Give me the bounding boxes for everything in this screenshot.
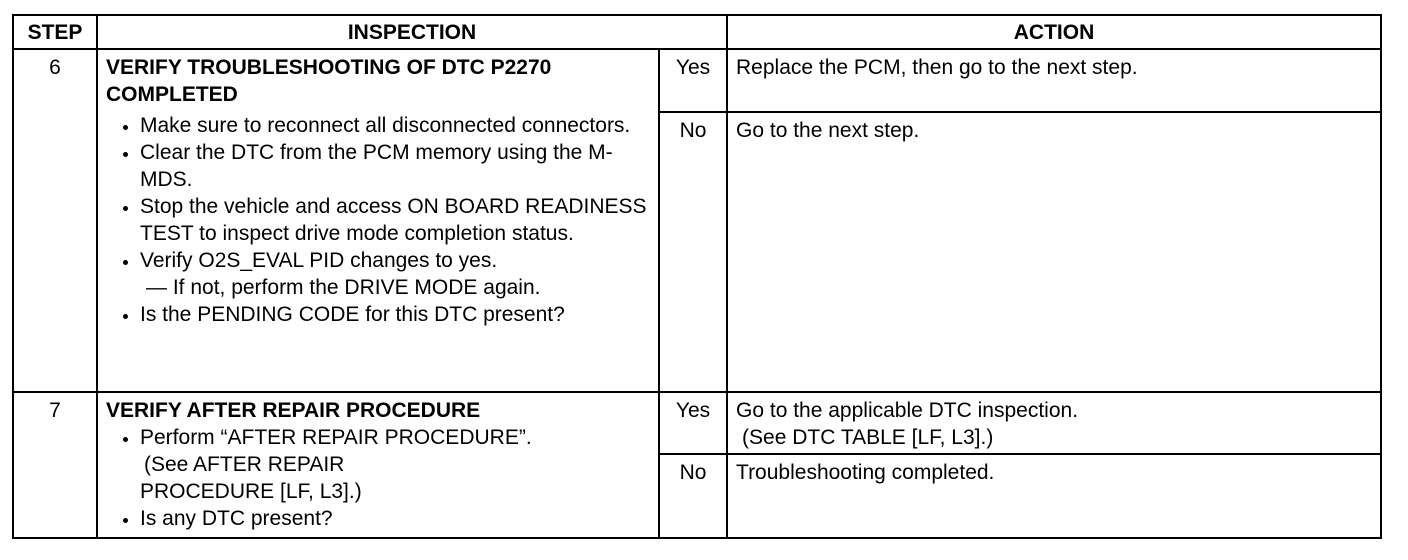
troubleshooting-table-frame: STEP INSPECTION ACTION 6 VERIFY TROUBLES… [12, 14, 1383, 544]
step-7-bullet-list: Perform “AFTER REPAIR PROCEDURE”. (See A… [106, 424, 650, 532]
step-6-sub-note: — If not, perform the DRIVE MODE again. [146, 276, 541, 299]
step-6-row-yes: 6 VERIFY TROUBLESHOOTING OF DTC P2270 CO… [12, 48, 1383, 393]
step-6-bullet-1: Make sure to reconnect all disconnected … [140, 112, 650, 139]
step-6-yes-label: Yes [657, 48, 729, 113]
step-7-row-no: No Troubleshooting completed. [13, 453, 1383, 539]
step-7-row-yes: 7 VERIFY AFTER REPAIR PROCEDURE Perform … [12, 391, 1383, 539]
step-7-title: VERIFY AFTER REPAIR PROCEDURE [106, 399, 481, 422]
troubleshooting-table: STEP INSPECTION ACTION 6 VERIFY TROUBLES… [12, 14, 1383, 539]
step-7-inspection: VERIFY AFTER REPAIR PROCEDURE Perform “A… [96, 391, 660, 539]
step-7-yes-action: Go to the applicable DTC inspection. (Se… [726, 391, 1383, 455]
step-6-yes-action: Replace the PCM, then go to the next ste… [726, 48, 1383, 113]
step-7-bullet-1: Perform “AFTER REPAIR PROCEDURE”. (See A… [140, 424, 650, 505]
step-6-title-line2: COMPLETED [106, 83, 238, 106]
header-action: ACTION [726, 14, 1383, 50]
step-6-bullet-3: Stop the vehicle and access ON BOARD REA… [140, 193, 650, 247]
step-6-title: VERIFY TROUBLESHOOTING OF DTC P2270 COMP… [96, 48, 660, 112]
step-7-ref-line1: (See AFTER REPAIR [144, 453, 345, 476]
step-7-number: 7 [12, 391, 98, 539]
header-inspection: INSPECTION [95, 14, 729, 50]
step-6-number: 6 [12, 48, 98, 393]
step-6-bullet-list: Make sure to reconnect all disconnected … [106, 112, 650, 328]
step-6-title-line1: VERIFY TROUBLESHOOTING OF DTC P2270 [106, 56, 552, 79]
step-6-checklist: Make sure to reconnect all disconnected … [96, 112, 660, 393]
step-7-ref-line2: PROCEDURE [LF, L3].) [140, 480, 362, 503]
step-7-no-label: No [657, 453, 729, 539]
step-6-no-label: No [657, 111, 729, 393]
step-7-bullet-2: Is any DTC present? [140, 505, 650, 532]
step-6-bullet-2: Clear the DTC from the PCM memory using … [140, 139, 650, 193]
step-7-yes-action-line2: (See DTC TABLE [LF, L3].) [742, 426, 994, 449]
step-6-row-no: Make sure to reconnect all disconnected … [13, 111, 1383, 393]
step-7-yes-action-line1: Go to the applicable DTC inspection. [736, 399, 1079, 422]
step-6-no-action: Go to the next step. [726, 111, 1383, 393]
step-7-yes-label: Yes [657, 391, 729, 455]
step-6-bullet-5: Is the PENDING CODE for this DTC present… [140, 301, 650, 328]
step-7-no-action: Troubleshooting completed. [726, 453, 1383, 539]
step-6-bullet-4: Verify O2S_EVAL PID changes to yes. — If… [140, 247, 650, 301]
step-6-bullet-4-text: Verify O2S_EVAL PID changes to yes. [140, 249, 498, 272]
header-row: STEP INSPECTION ACTION [12, 14, 1383, 50]
step-7-bullet-1-text: Perform “AFTER REPAIR PROCEDURE”. [140, 426, 532, 449]
header-step: STEP [12, 14, 98, 50]
